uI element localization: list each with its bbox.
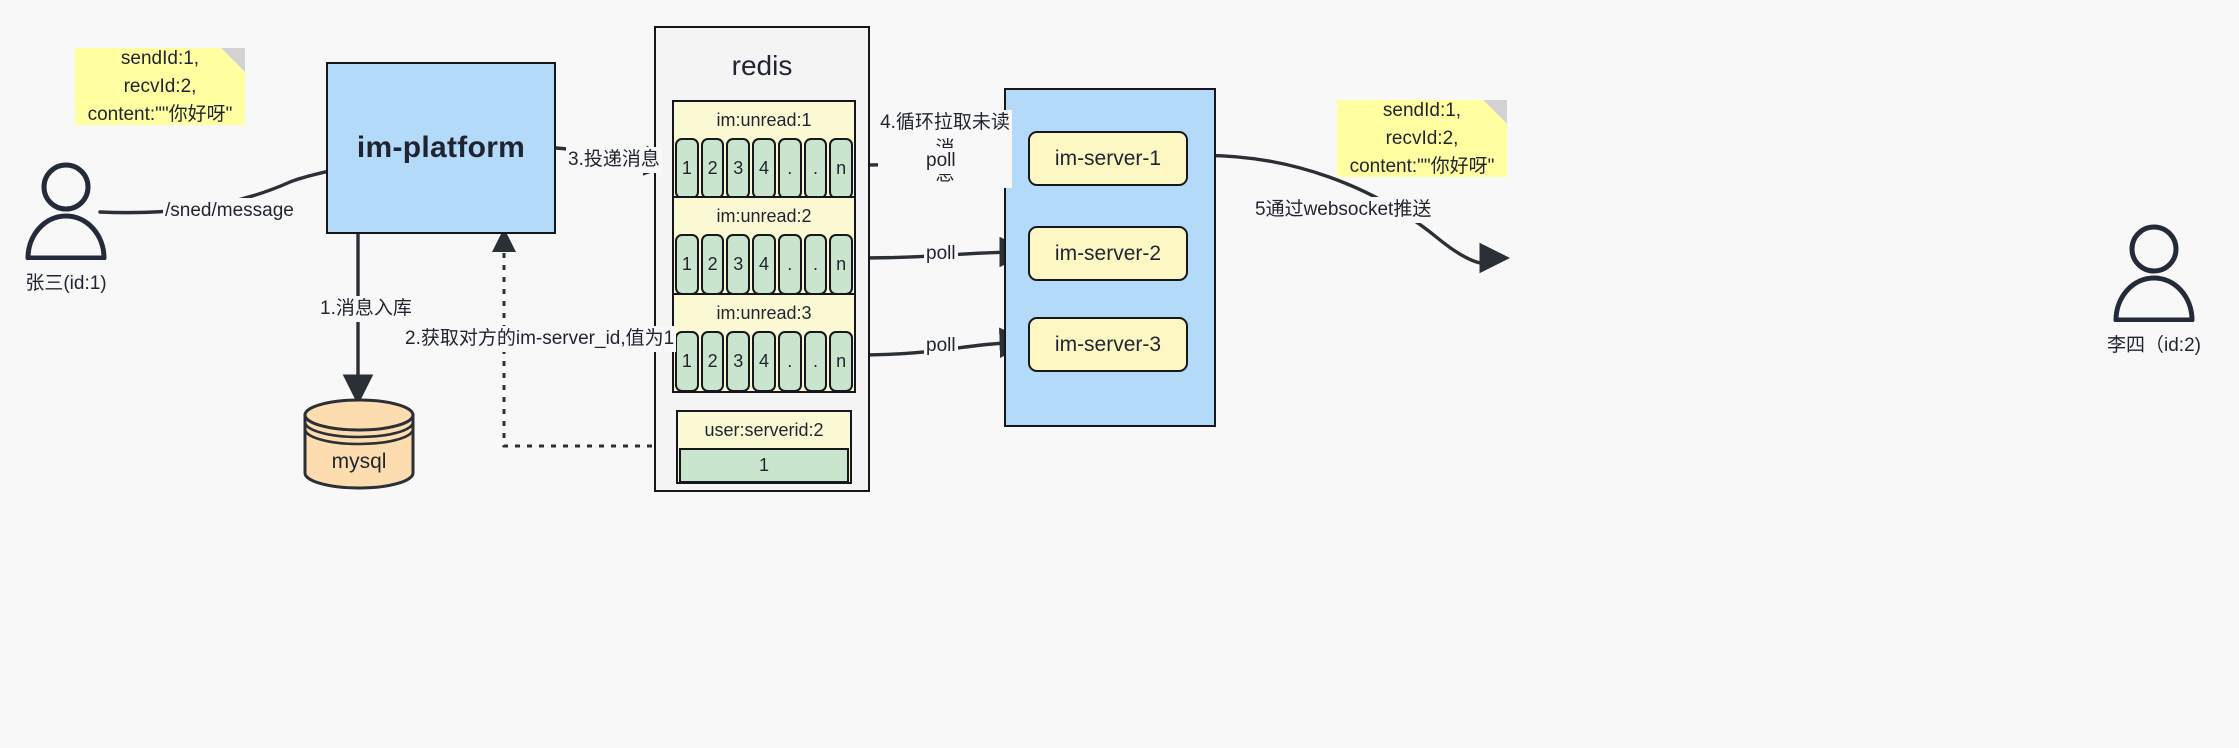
im-server-1-label: im-server-1 (1054, 146, 1162, 170)
redis-cell-list: 1 (678, 448, 850, 484)
redis-key-im-unread-1[interactable]: im:unread:1 1 2 3 4 . . n (672, 100, 856, 200)
actor-receiver (2108, 222, 2200, 323)
redis-key-label: im:unread:1 (674, 102, 854, 138)
actor-receiver-label: 李四（id:2) (2107, 335, 2201, 356)
redis-key-label: im:unread:3 (674, 295, 854, 331)
edge-label-poll-2: poll (924, 241, 958, 267)
redis-cell: . (777, 138, 802, 199)
redis-key-label: im:unread:2 (674, 198, 854, 234)
im-server-3-label: im-server-3 (1054, 332, 1162, 356)
redis-cell: 1 (675, 331, 699, 392)
redis-cell: 1 (675, 234, 699, 295)
redis-cell: 4 (752, 234, 776, 295)
im-server-3-box[interactable]: im-server-3 (1028, 317, 1188, 372)
im-platform-box[interactable]: im-platform (326, 62, 556, 234)
redis-cell: n (829, 138, 854, 199)
edge-label-step4: 4.循环拉取未读消 息 (878, 110, 1012, 188)
note-left-text: sendId:1, recvId:2, content:""你好呀" (87, 47, 233, 125)
redis-title: redis (731, 50, 793, 81)
edge-label-step3: 3.投递消息 (566, 147, 662, 173)
redis-cell: 3 (726, 331, 751, 392)
note-right: sendId:1, recvId:2, content:""你好呀" (1337, 100, 1507, 177)
redis-key-im-unread-3[interactable]: im:unread:3 1 2 3 4 . . n (672, 293, 856, 393)
redis-cell: 4 (752, 138, 776, 199)
redis-cell: 1 (675, 138, 699, 199)
person-icon (2113, 224, 2195, 323)
im-server-1-box[interactable]: im-server-1 (1028, 131, 1188, 186)
redis-cell: . (803, 234, 828, 295)
person-icon (25, 162, 107, 261)
note-fold-icon (1483, 100, 1507, 124)
redis-cell: . (777, 234, 802, 295)
im-platform-label: im-platform (356, 131, 526, 164)
redis-cell-list: 1 2 3 4 . . n (674, 138, 854, 200)
database-icon (303, 398, 415, 490)
im-server-2-box[interactable]: im-server-2 (1028, 226, 1188, 281)
redis-cell-list: 1 2 3 4 . . n (674, 331, 854, 393)
edge-label-step5: 5通过websocket推送 (1253, 197, 1434, 223)
note-left: sendId:1, recvId:2, content:""你好呀" (75, 48, 245, 125)
redis-cell: 4 (752, 331, 776, 392)
edge-label-step2: 2.获取对方的im-server_id,值为1 (403, 326, 677, 352)
mysql-cylinder: mysql (302, 398, 416, 490)
note-right-text: sendId:1, recvId:2, content:""你好呀" (1349, 99, 1495, 177)
redis-cell: n (829, 331, 854, 392)
redis-cell: 1 (679, 448, 849, 483)
redis-key-user-serverid-2[interactable]: user:serverid:2 1 (676, 410, 852, 484)
redis-cell: 2 (700, 234, 725, 295)
redis-key-im-unread-2[interactable]: im:unread:2 1 2 3 4 . . n (672, 196, 856, 296)
actor-sender-label: 张三(id:1) (25, 273, 107, 294)
im-server-2-label: im-server-2 (1054, 241, 1162, 265)
edge-label-poll-1: poll (924, 148, 958, 174)
redis-cell: 2 (700, 331, 725, 392)
redis-cell: n (829, 234, 854, 295)
note-fold-icon (221, 48, 245, 72)
redis-cell: . (803, 331, 828, 392)
mysql-label: mysql (331, 450, 387, 473)
edge-label-send-message: /sned/message (163, 198, 296, 224)
edge-label-poll-3: poll (924, 333, 958, 359)
redis-cell: . (803, 138, 828, 199)
edge-label-step1: 1.消息入库 (318, 296, 414, 322)
redis-cell: . (777, 331, 802, 392)
redis-cell: 2 (700, 138, 725, 199)
redis-key-label: user:serverid:2 (678, 412, 850, 448)
redis-cell: 3 (726, 234, 751, 295)
actor-sender (20, 160, 112, 261)
redis-cell: 3 (726, 138, 751, 199)
redis-cell-list: 1 2 3 4 . . n (674, 234, 854, 296)
